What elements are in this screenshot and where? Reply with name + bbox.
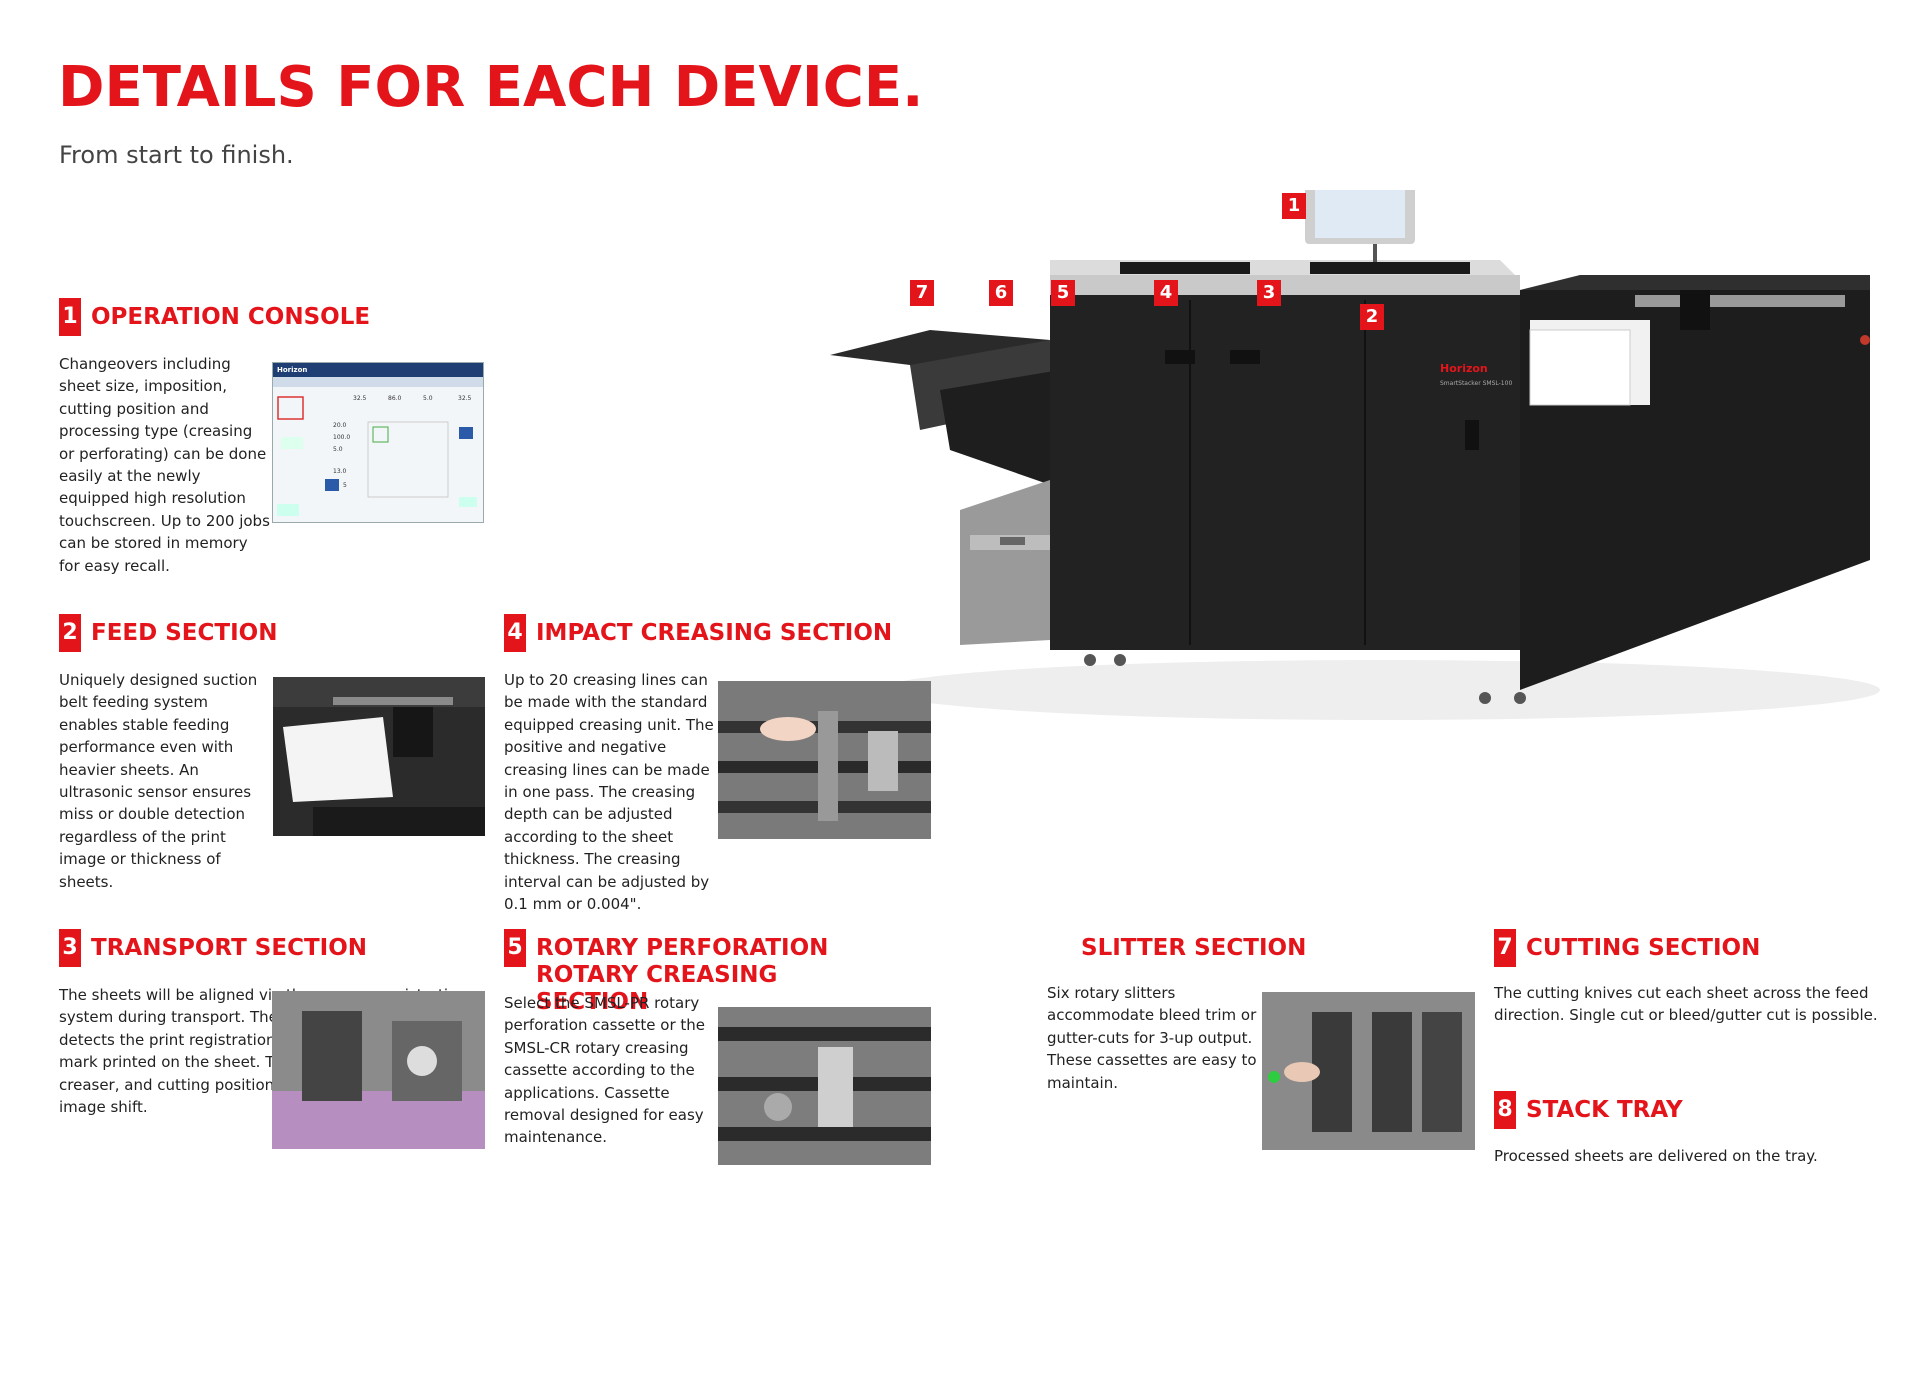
section-cutting-header: 7 CUTTING SECTION <box>1494 929 1760 967</box>
section-feed-header: 2 FEED SECTION <box>59 614 277 652</box>
section-title: CUTTING SECTION <box>1526 935 1761 961</box>
section-number-badge: 5 <box>504 929 526 967</box>
section-rotary-header: 5 ROTARY PERFORATION ROTARY CREASING SEC… <box>504 929 876 1016</box>
callout-3: 3 <box>1257 280 1281 306</box>
page-title: DETAILS FOR EACH DEVICE. <box>58 55 924 120</box>
feed-photo-drawing <box>273 677 485 836</box>
machine-brand: Horizon <box>1440 362 1488 375</box>
callout-1: 1 <box>1282 193 1306 219</box>
callout-2: 2 <box>1360 304 1384 330</box>
page-subtitle: From start to finish. <box>59 141 294 169</box>
section-impact-creasing-header: 4 IMPACT CREASING SECTION <box>504 614 892 652</box>
section-feed-text: Uniquely designed suction belt feeding s… <box>59 671 258 891</box>
section-operation-console-header: 1 OPERATION CONSOLE <box>59 298 370 336</box>
impact-photo-drawing <box>718 681 931 839</box>
touchscreen-diagram: 32.5 86.0 5.0 32.5 20.0 100.0 5.0 13.0 5 <box>277 395 477 516</box>
screen-val-1: 32.5 <box>353 395 367 402</box>
rotary-section-photo <box>718 1007 931 1165</box>
touchscreen-image: Horizon 32.5 86.0 5.0 32.5 20.0 100.0 5.… <box>272 362 484 523</box>
section-slitter-text: Six rotary slitters accommodate bleed tr… <box>1047 984 1257 1092</box>
screen-val-2: 86.0 <box>388 395 402 402</box>
section-transport-header: 3 TRANSPORT SECTION <box>59 929 367 967</box>
machine-model: SmartStacker SMSL-100 <box>1440 380 1512 387</box>
screen-val-9: 5 <box>343 482 347 489</box>
screen-val-3: 5.0 <box>423 395 433 402</box>
section-title: FEED SECTION <box>91 620 278 646</box>
section-number-badge: 1 <box>59 298 81 336</box>
touchscreen-brand: Horizon <box>273 363 483 377</box>
section-title: TRANSPORT SECTION <box>91 935 367 961</box>
section-operation-console-text: Changeovers including sheet size, imposi… <box>59 355 270 575</box>
callout-6: 6 <box>989 280 1013 306</box>
transport-section-photo <box>272 991 485 1149</box>
slitter-section-photo <box>1262 992 1475 1150</box>
screen-val-7: 5.0 <box>333 446 343 453</box>
impact-creasing-photo <box>718 681 931 839</box>
section-number-badge: 3 <box>59 929 81 967</box>
screen-val-5: 20.0 <box>333 422 347 429</box>
section-title: OPERATION CONSOLE <box>91 304 371 330</box>
screen-val-6: 100.0 <box>333 434 350 441</box>
section-slitter-header: SLITTER SECTION <box>1081 929 1306 962</box>
section-rotary-text: Select the SMSL-PR rotary perforation ca… <box>504 994 706 1147</box>
section-impact-creasing-paragraph: Up to 20 creasing lines can be made with… <box>504 671 714 914</box>
screen-val-4: 32.5 <box>458 395 472 402</box>
machine-drawing: Horizon SmartStacker SMSL-100 <box>830 174 1880 720</box>
screen-val-8: 13.0 <box>333 468 347 475</box>
section-cutting-text: The cutting knives cut each sheet across… <box>1494 984 1878 1025</box>
callout-5: 5 <box>1051 280 1075 306</box>
machine-illustration: Horizon SmartStacker SMSL-100 1 2 3 4 5 … <box>820 174 1900 730</box>
section-number-badge: 8 <box>1494 1091 1516 1129</box>
section-stack-tray-text: Processed sheets are delivered on the tr… <box>1494 1147 1818 1165</box>
callout-7: 7 <box>910 280 934 306</box>
transport-photo-drawing <box>272 991 485 1149</box>
section-number-badge: 7 <box>1494 929 1516 967</box>
section-title: IMPACT CREASING SECTION <box>536 620 893 646</box>
section-number-badge: 4 <box>504 614 526 652</box>
slitter-photo-drawing <box>1262 992 1475 1150</box>
section-number-badge: 2 <box>59 614 81 652</box>
section-title: ROTARY PERFORATION ROTARY CREASING SECTI… <box>536 935 829 1015</box>
section-title: SLITTER SECTION <box>1081 935 1307 961</box>
rotary-photo-drawing <box>718 1007 931 1165</box>
callout-4: 4 <box>1154 280 1178 306</box>
feed-section-photo <box>273 677 485 836</box>
section-title: STACK TRAY <box>1526 1097 1683 1123</box>
section-impact-creasing-text: Up to 20 creasing lines can be made with… <box>504 669 924 915</box>
section-stack-tray-header: 8 STACK TRAY <box>1494 1091 1683 1129</box>
